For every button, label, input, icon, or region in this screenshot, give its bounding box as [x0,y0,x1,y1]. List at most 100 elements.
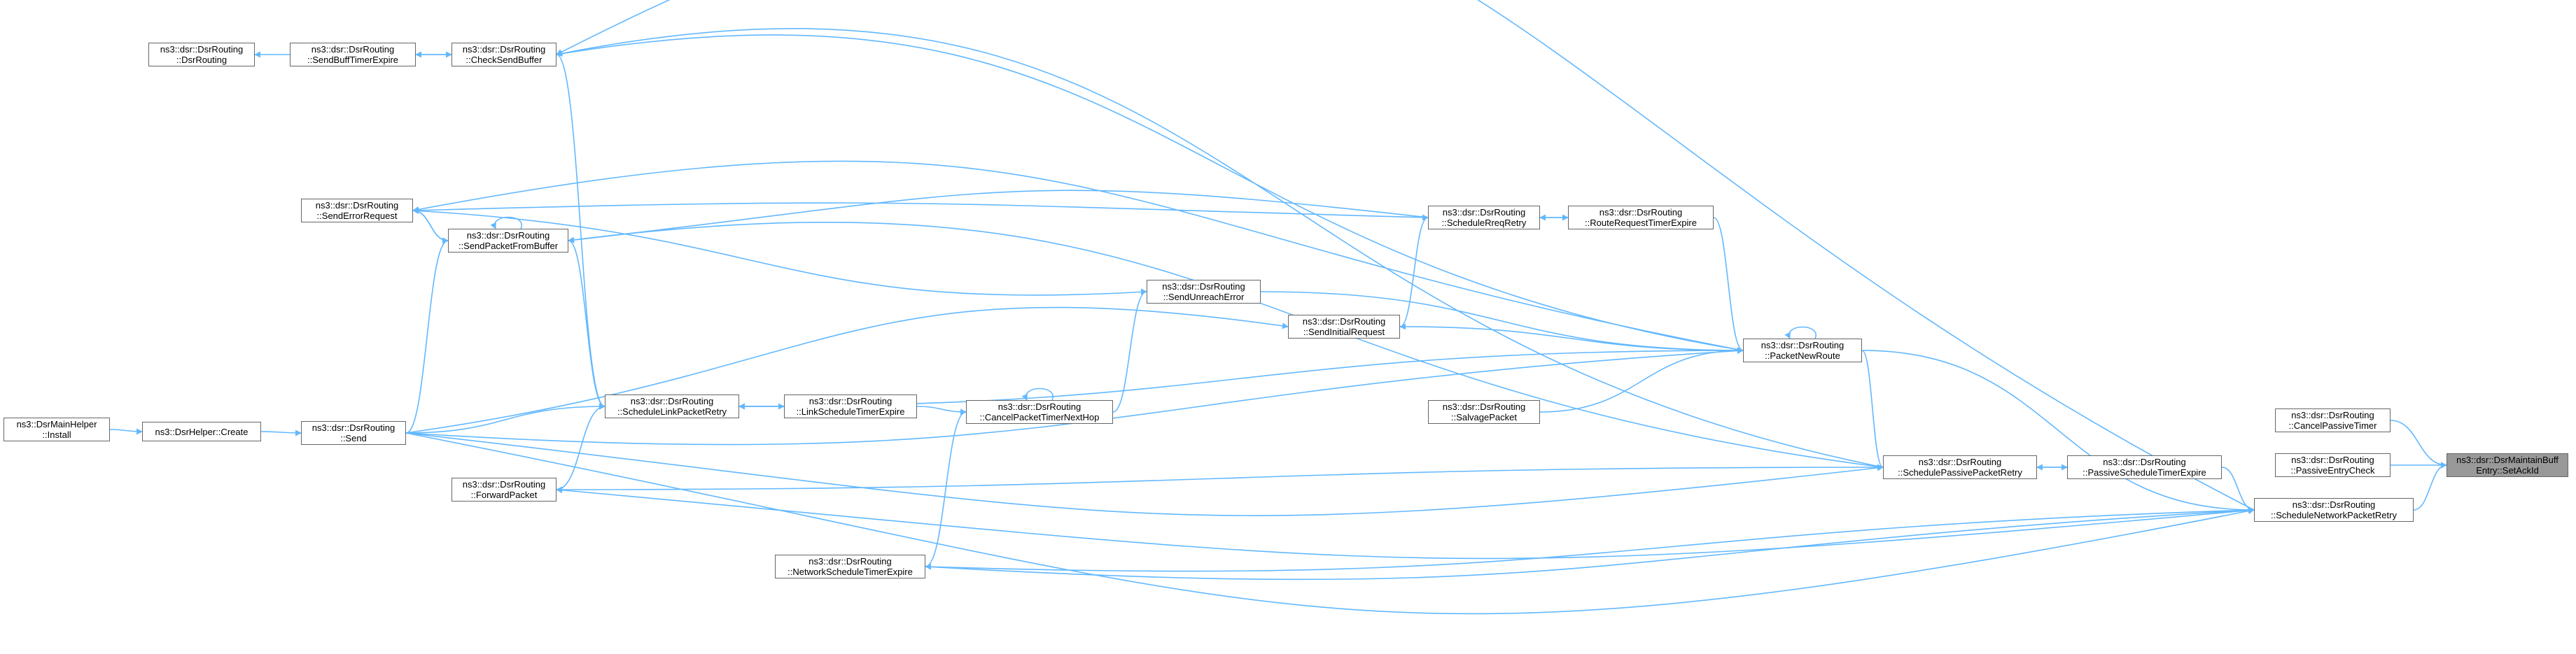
node-label-line: ::ScheduleRreqRetry [1441,218,1527,228]
node-sendinitialrequest[interactable]: ns3::dsr::DsrRouting::SendInitialRequest [1288,315,1400,339]
node-label-line: ::RouteRequestTimerExpire [1585,218,1697,228]
node-label-line: ns3::dsr::DsrRouting [315,200,399,211]
edge-passivescheduletimerexpire-to-schedulenetworkpacketretry [2221,467,2255,513]
edge-send-to-schedulepassivepacketretry [405,432,1884,516]
edge-packetnewroute-to-senderrorrequest [412,160,1744,351]
node-sendunreacherror[interactable]: ns3::dsr::DsrRouting::SendUnreachError [1147,280,1261,304]
edge-schedulereqretry-to-senderrorrequest [412,202,1429,218]
node-label-line: ns3::dsr::DsrRouting [1302,316,1386,327]
node-label-line: ::DsrRouting [176,55,227,65]
edge-sendinitialrequest-to-schedulereqretry [1399,214,1429,327]
node-label-line: ns3::dsr::DsrRouting [462,479,546,490]
edge-salvagepacket-to-packetnewroute [1539,347,1744,413]
edge-schedulenetworkpacketretry-to-forwardpacket [556,487,2255,560]
node-routerequesttimerexpire[interactable]: ns3::dsr::DsrRouting::RouteRequestTimerE… [1568,206,1714,229]
edge-packetnewroute-to-schedulepassivepacketretry [1861,350,1884,471]
edge-send-to-sendinitialrequest [405,306,1289,434]
node-passiveentrycheck[interactable]: ns3::dsr::DsrRouting::PassiveEntryCheck [2275,453,2390,477]
node-label-line: ::PacketNewRoute [1765,350,1840,361]
node-label-line: ns3::dsr::DsrRouting [630,396,714,406]
node-label-line: ns3::dsr::DsrRouting [462,44,546,55]
node-label-line: ::NetworkScheduleTimerExpire [788,567,913,577]
edge-dsrmainhelperinstall-to-dsrhelpercreate [109,428,143,435]
node-label-line: ::ScheduleLinkPacketRetry [617,406,727,417]
edge-schedulepassivepacketretry-to-forwardpacket [556,467,1884,493]
edge-packetnewroute-to-schedulenetworkpacketretry [1861,350,2255,513]
edge-schedulepassivepacketretry-to-sendpacketfrombuffer [568,222,1884,468]
node-checksendbuffer[interactable]: ns3::dsr::DsrRouting::CheckSendBuffer [451,43,556,66]
node-label-line: ns3::dsr::DsrMaintainBuff [2456,455,2558,465]
node-salvagepacket[interactable]: ns3::dsr::DsrRouting::SalvagePacket [1428,400,1540,424]
edge-packetnewroute-to-sendinitialrequest [1399,323,1744,351]
node-label-line: ns3::dsr::DsrRouting [1918,457,2002,467]
edge-schedulenetworkpacketretry-to-checksendbuffer [556,0,2255,511]
node-label-line: ns3::dsr::DsrRouting [1442,401,1526,412]
node-networkscheduletimerexpire[interactable]: ns3::dsr::DsrRouting::NetworkScheduleTim… [775,555,925,578]
node-label-line: ns3::dsr::DsrRouting [808,396,892,406]
node-label-line: ::SendInitialRequest [1303,327,1385,337]
node-label-line: ::PassiveScheduleTimerExpire [2082,467,2206,478]
edge-sendpacketfrombuffer-to-senderrorrequest [412,207,449,241]
node-send[interactable]: ns3::dsr::DsrRouting::Send [301,421,406,445]
node-schedulepassivepacketretry[interactable]: ns3::dsr::DsrRouting::SchedulePassivePac… [1883,455,2037,479]
edge-cancelpackettimernexthop-to-cancelpackettimernexthop [1021,388,1054,401]
node-schedulereqretry[interactable]: ns3::dsr::DsrRouting::ScheduleRreqRetry [1428,206,1540,229]
node-label-line: ns3::dsr::DsrRouting [1760,340,1844,350]
edge-packetnewroute-to-checksendbuffer [556,34,1744,351]
node-passivescheduletimerexpire[interactable]: ns3::dsr::DsrRouting::PassiveScheduleTim… [2067,455,2222,479]
node-label-line: ::Send [340,433,367,443]
node-label-line: ns3::dsr::DsrRouting [2291,455,2374,465]
node-label-line: ::SendPacketFromBuffer [458,241,559,251]
node-dsrrouting[interactable]: ns3::dsr::DsrRouting::DsrRouting [148,43,255,66]
edge-dsrhelpercreate-to-send [260,429,302,436]
node-label-line: ns3::dsr::DsrRouting [1162,281,1245,292]
edge-send-to-sendpacketfrombuffer [405,237,449,434]
node-label-line: ::Install [42,429,71,440]
node-packetnewroute[interactable]: ns3::dsr::DsrRouting::PacketNewRoute [1743,339,1862,362]
edge-schedulepassivepacketretry-to-checksendbuffer [556,27,1884,468]
node-schedulelinkpacketretry[interactable]: ns3::dsr::DsrRouting::ScheduleLinkPacket… [605,394,739,418]
edge-checksendbuffer-to-schedulelinkpacketretry [556,54,606,410]
node-dsrmainhelperinstall[interactable]: ns3::DsrMainHelper::Install [4,418,110,441]
node-label-line: ns3::DsrHelper::Create [155,426,248,437]
edge-sendunreacherror-to-senderrorrequest [412,207,1147,296]
edge-layer [109,0,2447,615]
node-label-line: ns3::dsr::DsrRouting [2292,499,2376,510]
edge-networkscheduletimerexpire-to-schedulenetworkpacketretry [925,506,2255,581]
node-label-line: ::ForwardPacket [470,490,538,500]
node-label-line: ns3::dsr::DsrRouting [466,230,550,241]
node-linkscheduletimerexpire[interactable]: ns3::dsr::DsrRouting::LinkScheduleTimerE… [784,394,917,418]
edge-packetnewroute-to-packetnewroute [1784,326,1816,339]
node-label-line: ::LinkScheduleTimerExpire [796,406,905,417]
edge-networkscheduletimerexpire-to-cancelpackettimernexthop [925,408,967,567]
node-forwardpacket[interactable]: ns3::dsr::DsrRouting::ForwardPacket [451,478,556,502]
edge-sendunreacherror-to-packetnewroute [1260,291,1744,354]
node-label-line: ns3::dsr::DsrRouting [311,44,395,55]
node-senderrorrequest[interactable]: ns3::dsr::DsrRouting::SendErrorRequest [301,199,413,222]
node-label-line: ::CancelPassiveTimer [2288,420,2377,431]
node-label-line: ns3::dsr::DsrRouting [2103,457,2186,467]
node-cancelpassivetimer[interactable]: ns3::dsr::DsrRouting::CancelPassiveTimer [2275,408,2390,432]
node-label-line: ns3::DsrMainHelper [16,419,97,429]
edge-send-to-schedulenetworkpacketretry [405,432,2255,615]
edge-schedulenetworkpacketretry-to-setackid [2413,462,2447,511]
node-label-line: ::SalvagePacket [1451,412,1517,422]
node-label-line: ::SendBuffTimerExpire [307,55,399,65]
node-label-line: ::PassiveEntryCheck [2290,465,2375,476]
node-sendbufftimerexpire[interactable]: ns3::dsr::DsrRouting::SendBuffTimerExpir… [290,43,416,66]
node-label-line: ::ScheduleNetworkPacketRetry [2271,510,2397,520]
node-schedulenetworkpacketretry[interactable]: ns3::dsr::DsrRouting::ScheduleNetworkPac… [2254,498,2414,522]
node-cancelpackettimernexthop[interactable]: ns3::dsr::DsrRouting::CancelPacketTimerN… [966,400,1113,424]
node-label-line: ::SendUnreachError [1163,292,1245,302]
edge-schedulereqretry-to-sendpacketfrombuffer [568,190,1429,243]
node-sendpacketfrombuffer[interactable]: ns3::dsr::DsrRouting::SendPacketFromBuff… [448,229,568,253]
edge-sendpacketfrombuffer-to-schedulelinkpacketretry [568,240,606,410]
node-dsrhelpercreate[interactable]: ns3::DsrHelper::Create [142,422,261,441]
edge-forwardpacket-to-schedulelinkpacketretry [556,403,606,490]
node-label-line: ::CheckSendBuffer [465,55,542,65]
edge-sendpacketfrombuffer-to-sendpacketfrombuffer [490,216,522,229]
edge-linkscheduletimerexpire-to-cancelpackettimernexthop [916,406,967,415]
node-label-line: ::CancelPacketTimerNextHop [979,412,1100,422]
node-label-line: ::SendErrorRequest [316,211,398,221]
